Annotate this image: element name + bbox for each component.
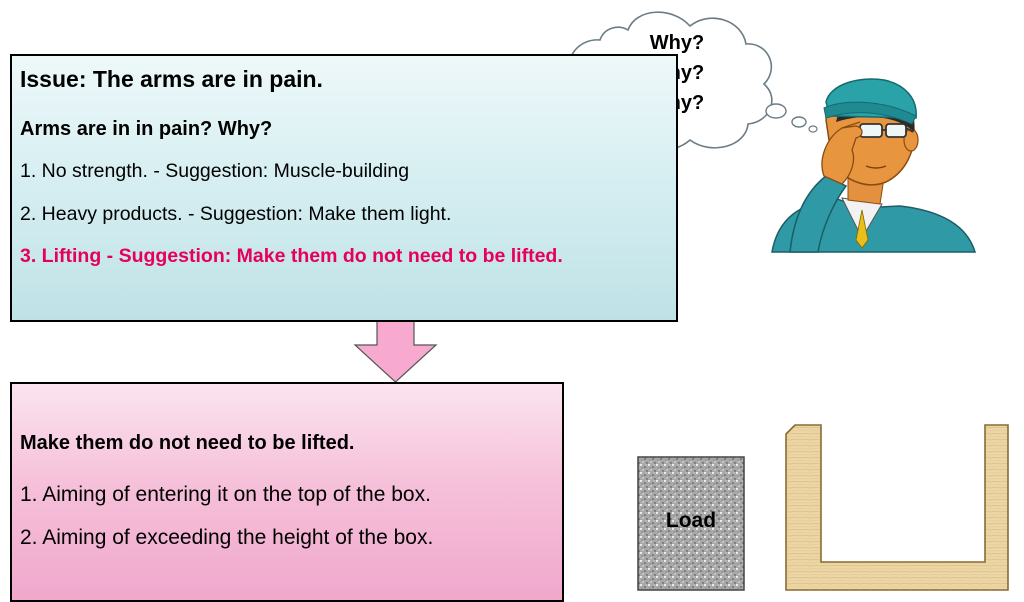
issue-item-3-highlight: 3. Lifting - Suggestion: Make them do no…: [20, 245, 563, 267]
load-block: [637, 456, 745, 591]
issue-box: Issue: The arms are in pain. Arms are in…: [10, 54, 678, 322]
issue-item-2: 2. Heavy products. - Suggestion: Make th…: [20, 203, 452, 225]
cloud-why-1: Why?: [649, 32, 705, 54]
thinking-man-illustration: [771, 78, 977, 253]
wooden-box: [785, 424, 1009, 591]
solution-title: Make them do not need to be lifted.: [20, 432, 355, 454]
issue-item-1: 1. No strength. - Suggestion: Muscle-bui…: [20, 160, 410, 182]
solution-item-2: 2. Aiming of exceeding the height of the…: [20, 526, 434, 549]
issue-question: Arms are in in pain? Why?: [20, 118, 273, 140]
solution-item-1: 1. Aiming of entering it on the top of t…: [20, 483, 431, 506]
solution-box: Make them do not need to be lifted. 1. A…: [10, 382, 564, 602]
load-label: Load: [665, 509, 717, 532]
issue-title: Issue: The arms are in pain.: [20, 66, 323, 92]
